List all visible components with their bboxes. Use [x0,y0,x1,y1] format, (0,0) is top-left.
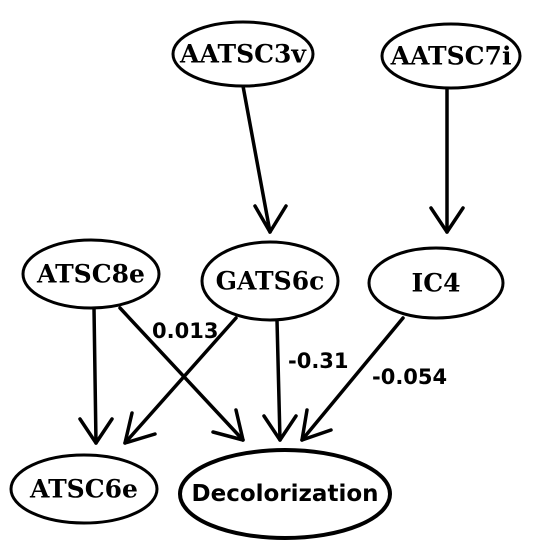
edge-gats6c-to-atsc6e [123,316,238,445]
node-label-decolorization: Decolorization [192,481,379,507]
coef-label-atsc8e-decolorization: 0.013 [152,319,218,343]
node-aatsc7i: AATSC7i [380,22,522,90]
node-label-atsc8e: ATSC8e [36,260,145,289]
node-gats6c: GATS6c [200,240,340,322]
edge-atsc8e-to-decolorization [118,306,245,442]
node-label-aatsc7i: AATSC7i [390,42,512,71]
node-atsc6e: ATSC6e [9,453,159,525]
edge-atsc8e-to-atsc6e [78,306,114,445]
node-label-ic4: IC4 [412,269,461,298]
node-atsc8e: ATSC8e [21,238,161,310]
node-ic4: IC4 [367,246,505,320]
edge-aatsc7i-to-ic4 [429,86,465,234]
edge-gats6c-to-decolorization [262,318,298,442]
node-decolorization: Decolorization [178,448,392,540]
edge-aatsc3v-to-gats6c [241,84,288,234]
coef-label-ic4-decolorization: -0.054 [372,365,447,389]
edge-ic4-to-decolorization [300,316,405,442]
node-aatsc3v: AATSC3v [171,20,315,88]
node-label-aatsc3v: AATSC3v [179,40,307,69]
node-label-gats6c: GATS6c [216,267,325,296]
coef-label-gats6c-decolorization: -0.31 [288,349,349,373]
node-label-atsc6e: ATSC6e [29,475,138,504]
